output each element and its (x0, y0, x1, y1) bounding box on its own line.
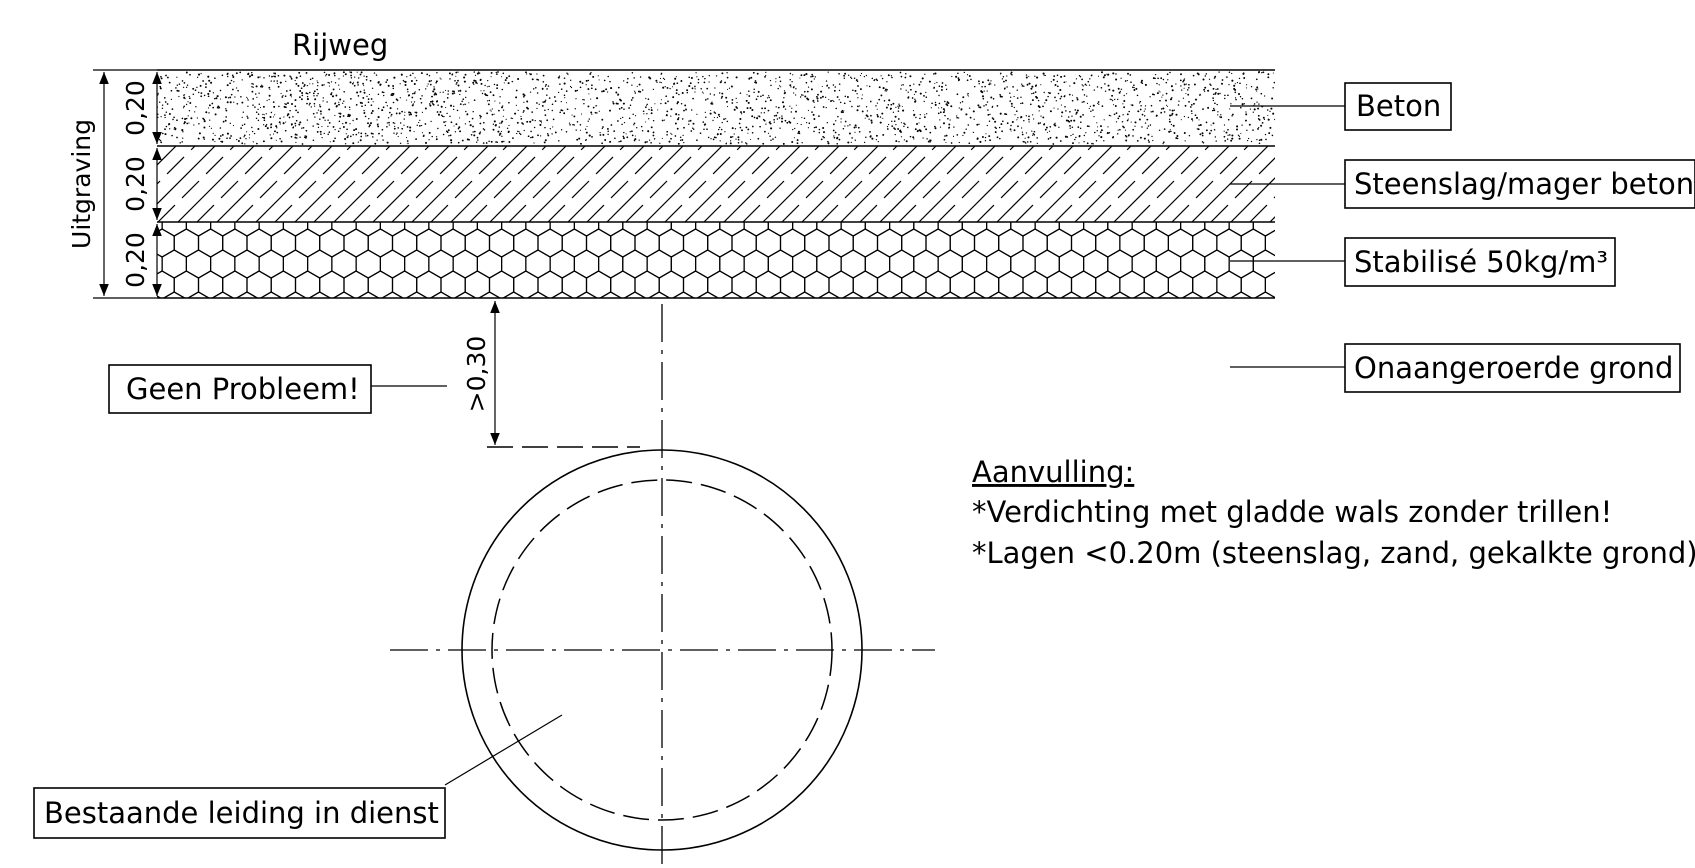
excavation-label: Uitgraving (67, 119, 96, 249)
road-label: Rijweg (292, 28, 388, 62)
undisturbed-soil-label: Onaangeroerde grond (1354, 351, 1673, 385)
excavation-dimension: Uitgraving (67, 69, 157, 299)
existing-pipe: Bestaande leiding in dienst (33, 304, 935, 868)
gravel-thickness-label: 0,20 (121, 156, 150, 212)
layer-boundaries (157, 69, 1275, 299)
layer-thickness-dimensions: 0,20 0,20 0,20 (121, 72, 162, 296)
notes-line-2: *Lagen <0.20m (steenslag, zand, gekalkte… (972, 536, 1695, 570)
min-cover-label: >0,30 (462, 336, 491, 413)
min-cover-dimension: >0,30 Geen Probleem! (108, 301, 640, 448)
concrete-thickness-label: 0,20 (121, 80, 150, 136)
notes-title: Aanvulling: (972, 455, 1134, 489)
stabilise-thickness-label: 0,20 (121, 232, 150, 288)
stabilise-label: Stabilisé 50kg/m³ (1354, 245, 1608, 279)
notes-line-1: *Verdichting met gladde wals zonder tril… (972, 495, 1612, 529)
concrete-label: Beton (1356, 89, 1441, 123)
stabilise-layer-hatch (157, 222, 1275, 298)
existing-pipe-label: Bestaande leiding in dienst (44, 796, 439, 830)
gravel-label: Steenslag/mager beton (1354, 167, 1694, 201)
notes-block: Aanvulling: *Verdichting met gladde wals… (972, 455, 1695, 570)
no-problem-label: Geen Probleem! (126, 372, 360, 406)
legend-callouts: Beton Steenslag/mager beton Stabilisé 50… (1230, 82, 1695, 393)
gravel-layer-hatch (157, 146, 1275, 222)
concrete-layer-hatch (157, 71, 1275, 145)
